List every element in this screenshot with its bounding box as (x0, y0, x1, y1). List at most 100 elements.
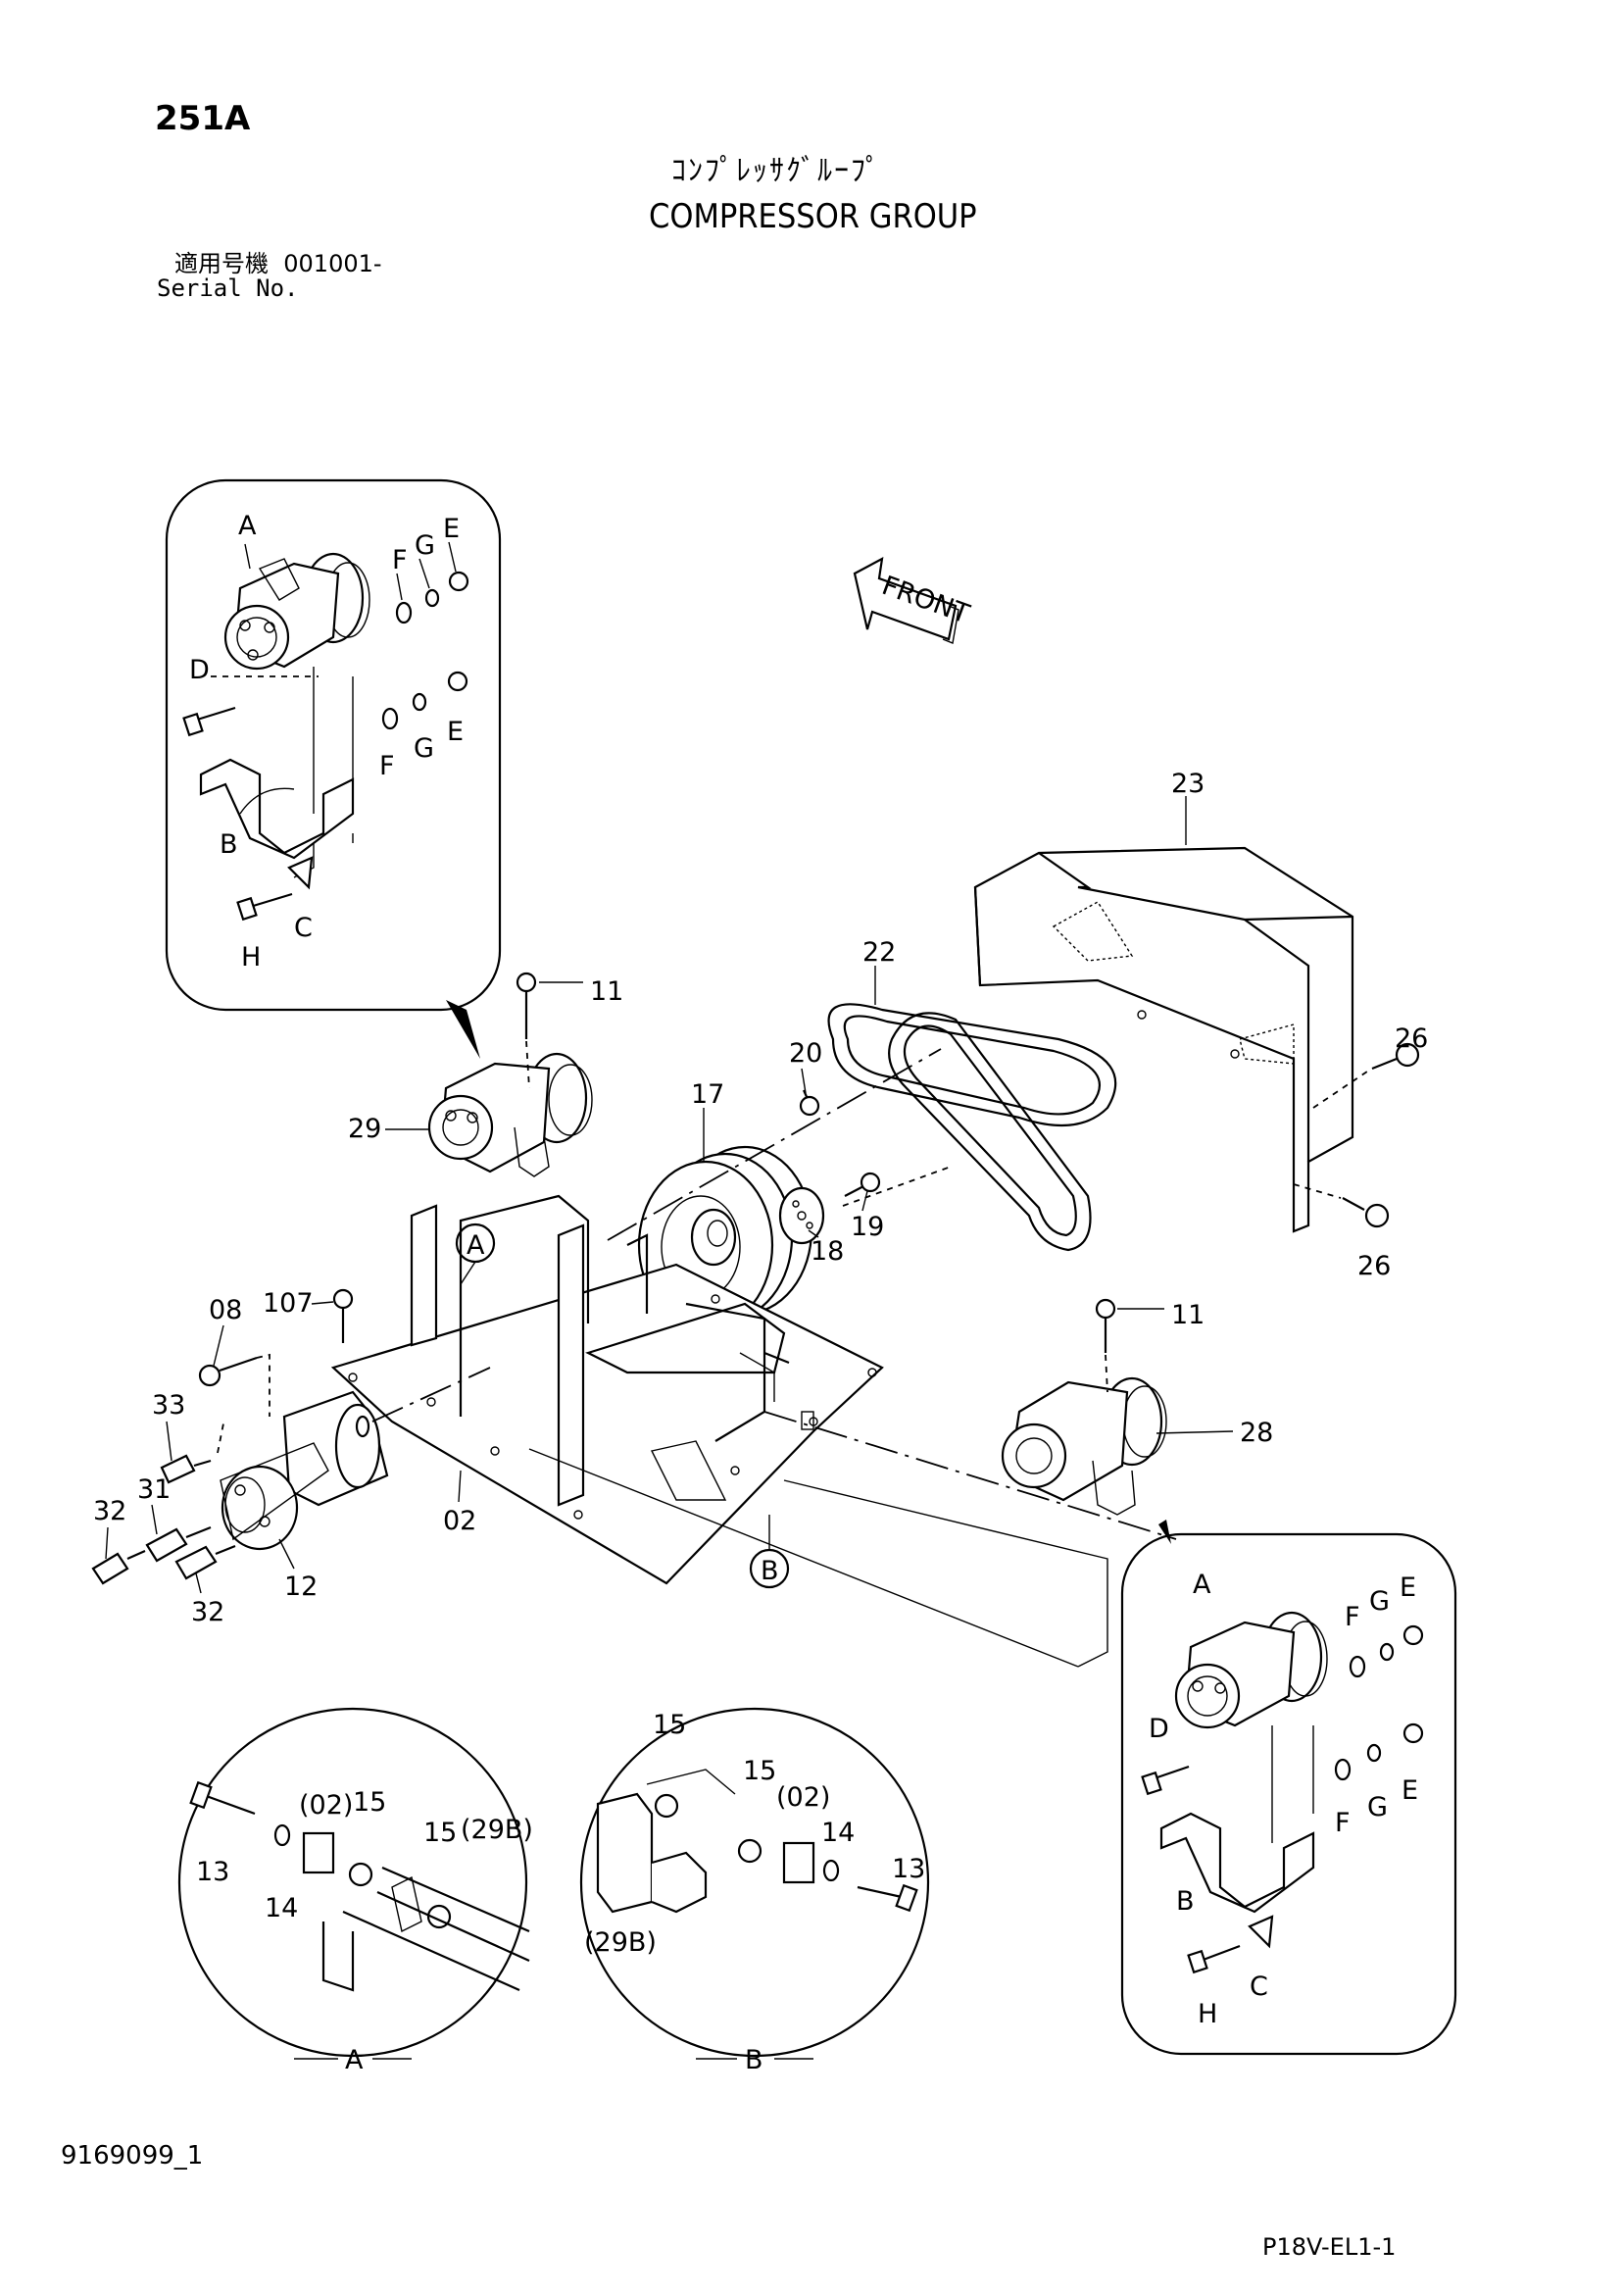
label-C: C (294, 913, 313, 943)
bolt-icon (516, 972, 537, 1039)
label-02: (02) (776, 1782, 830, 1813)
fitting-icon (160, 1454, 212, 1484)
bracket-icon (199, 758, 355, 860)
label-29B: (29B) (584, 1927, 657, 1958)
v-belt-icon (827, 1003, 1117, 1252)
fitting-icon (174, 1544, 236, 1580)
plate-icon (287, 856, 314, 890)
callout-28: 28 (1240, 1418, 1273, 1448)
callout-22: 22 (862, 937, 896, 968)
label-E: E (443, 514, 460, 544)
label-13: 13 (892, 1854, 925, 1884)
motor-icon (220, 1390, 389, 1551)
callout-11: 11 (1171, 1300, 1205, 1330)
detail-box-top-left: A D F G E F G E B C H (165, 478, 502, 1059)
sheet-id: P18V-EL1-1 (1262, 2233, 1397, 2261)
callout-11: 11 (590, 976, 623, 1007)
washer-icon (395, 601, 413, 624)
label-D: D (1149, 1714, 1169, 1744)
label-G: G (1367, 1792, 1388, 1822)
label-C: C (1250, 1972, 1268, 2002)
compressor-icon (223, 552, 370, 671)
page-title: COMPRESSOR GROUP (649, 197, 977, 236)
label-H: H (1198, 1999, 1217, 2029)
label-G: G (1369, 1586, 1390, 1617)
callout-18: 18 (811, 1236, 844, 1267)
belt-cover (973, 846, 1354, 1233)
label-15: 15 (743, 1756, 776, 1786)
callout-29: 29 (348, 1114, 381, 1144)
detail-ref-B (749, 1548, 790, 1589)
disc-icon (778, 1186, 825, 1245)
bolt-icon (1095, 1298, 1116, 1353)
bolt-icon (182, 706, 236, 737)
callout-26: 26 (1357, 1251, 1391, 1281)
title-japanese: ｺﾝﾌﾟﾚｯｻｸﾞﾙｰﾌﾟ (671, 154, 882, 188)
callout-33: 33 (152, 1390, 185, 1421)
circle-name-A: A (345, 2045, 364, 2075)
label-B: B (1176, 1886, 1195, 1917)
base-frame (330, 1194, 884, 1585)
serial-label-en: Serial No. (157, 275, 299, 302)
label-G: G (414, 733, 434, 764)
compressor-icon (1174, 1611, 1328, 1729)
detail-box-bottom-right: A D F G E F G E B C H (1120, 1532, 1457, 2056)
label-D: D (189, 655, 210, 685)
label-02: (02) (299, 1790, 353, 1821)
label-F: F (392, 545, 408, 575)
label-E: E (1402, 1775, 1418, 1806)
label-F: F (379, 751, 395, 781)
label-A: A (238, 511, 257, 541)
label-14: 14 (265, 1893, 298, 1923)
label-15: 15 (353, 1787, 386, 1818)
serial-label-jp: 適用号機 (174, 250, 269, 277)
label-F: F (1345, 1602, 1360, 1632)
label-29B: (29B) (461, 1815, 533, 1845)
callout-02: 02 (443, 1506, 476, 1536)
document-id: 9169099_1 (61, 2141, 204, 2171)
detail-circle-A: 13 14 (02) 15 15 (29B) A (177, 1707, 533, 2075)
label-A: A (1193, 1570, 1211, 1600)
bolt-icon (1342, 1197, 1390, 1228)
label-15: 15 (653, 1710, 686, 1740)
callout-labels: 23 22 20 17 19 18 26 26 11 11 29 28 107 … (93, 769, 1428, 1627)
label-14: 14 (821, 1818, 855, 1848)
label-B: B (220, 829, 238, 860)
bolt-icon (1371, 1042, 1420, 1071)
compressor-icon (1001, 1376, 1167, 1516)
detail-ref-B-label: B (761, 1556, 779, 1586)
bolt-icon (332, 1288, 354, 1343)
label-H: H (241, 942, 261, 973)
callout-17: 17 (691, 1079, 724, 1110)
nut-icon (448, 571, 469, 592)
callout-20: 20 (789, 1038, 822, 1069)
front-arrow-icon: FRONT (853, 556, 973, 644)
compressor-icon (427, 1052, 593, 1177)
fitting-icon (91, 1549, 146, 1585)
detail-ref-A-label: A (467, 1230, 485, 1261)
callout-23: 23 (1171, 769, 1205, 799)
label-E: E (447, 717, 464, 747)
serial-line: 適用号機 001001- (174, 252, 382, 275)
label-E: E (1400, 1572, 1416, 1603)
callout-26: 26 (1395, 1023, 1428, 1054)
callout-19: 19 (851, 1212, 884, 1242)
bracket-icon (1159, 1812, 1315, 1914)
label-G: G (415, 530, 435, 561)
page-id: 251A (155, 99, 251, 138)
lock-washer-icon (424, 588, 440, 608)
label-13: 13 (196, 1857, 229, 1887)
serial-value: 001001- (283, 250, 382, 277)
callout-12: 12 (284, 1572, 318, 1602)
circle-name-B: B (745, 2045, 763, 2075)
callout-08: 08 (209, 1295, 242, 1325)
callout-32: 32 (93, 1496, 126, 1526)
detail-circle-B: 15 15 (02) 14 13 (29B) B (579, 1707, 930, 2075)
fitting-icon (145, 1525, 212, 1563)
label-15: 15 (423, 1818, 457, 1848)
label-F: F (1335, 1808, 1351, 1838)
callout-32: 32 (191, 1597, 224, 1627)
callout-31: 31 (137, 1474, 171, 1505)
bolt-icon (198, 1356, 258, 1387)
